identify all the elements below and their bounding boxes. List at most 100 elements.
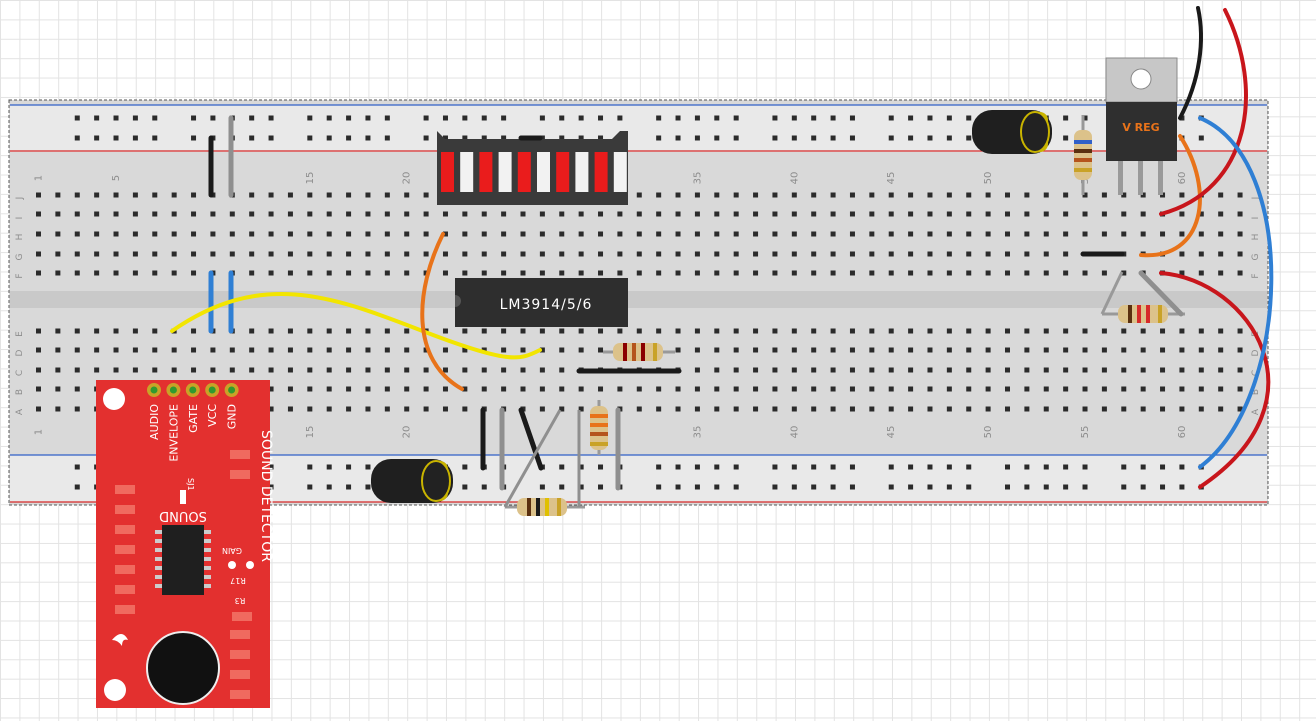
hole xyxy=(1082,328,1088,334)
hole xyxy=(74,406,80,412)
smd-pads xyxy=(115,450,252,699)
hole xyxy=(985,251,991,257)
hole xyxy=(249,347,255,353)
hole xyxy=(55,231,61,237)
hole xyxy=(985,270,991,276)
hole xyxy=(908,270,914,276)
led-bargraph[interactable] xyxy=(437,131,628,205)
hole xyxy=(423,251,429,257)
hole xyxy=(132,192,138,198)
column-label: 45 xyxy=(886,172,897,185)
hole xyxy=(966,192,972,198)
smd-pad xyxy=(230,670,250,679)
wire-gray-3[interactable] xyxy=(503,409,562,508)
hole xyxy=(675,347,681,353)
hole xyxy=(287,328,293,334)
hole xyxy=(656,328,662,334)
hole xyxy=(1121,347,1127,353)
hole xyxy=(191,328,197,334)
hole xyxy=(210,251,216,257)
sound-detector-pins xyxy=(147,383,239,397)
hole xyxy=(442,367,448,373)
capacitor-bottom[interactable] xyxy=(371,459,453,503)
wire-red-1[interactable] xyxy=(1159,8,1248,216)
rail-hole xyxy=(423,115,429,121)
resistor-band xyxy=(1074,158,1092,162)
hole xyxy=(346,270,352,276)
hole xyxy=(307,328,313,334)
hole xyxy=(171,231,177,237)
wire-yellow[interactable] xyxy=(170,292,542,360)
column-label: 20 xyxy=(402,426,413,439)
capacitor-top[interactable] xyxy=(972,110,1052,154)
hole xyxy=(1179,211,1185,217)
hole xyxy=(423,192,429,198)
hole xyxy=(539,367,545,373)
hole xyxy=(966,231,972,237)
hole xyxy=(1160,231,1166,237)
wire-black-5[interactable] xyxy=(518,407,544,471)
hole xyxy=(830,406,836,412)
hole xyxy=(1121,211,1127,217)
resistor-3[interactable] xyxy=(505,498,585,516)
hole xyxy=(1179,328,1185,334)
hole xyxy=(1140,386,1146,392)
rail-hole xyxy=(772,135,778,141)
resistor-band xyxy=(1158,305,1162,323)
rail-hole xyxy=(830,484,836,490)
hole xyxy=(1101,231,1107,237)
resistor-2[interactable] xyxy=(590,400,608,455)
hole xyxy=(772,386,778,392)
hole xyxy=(985,386,991,392)
hole xyxy=(442,386,448,392)
hole xyxy=(365,211,371,217)
hole xyxy=(442,231,448,237)
hole xyxy=(636,386,642,392)
hole xyxy=(404,367,410,373)
hole xyxy=(113,251,119,257)
lm3914-chip[interactable]: LM3914/5/6 xyxy=(455,278,628,327)
hole xyxy=(268,406,274,412)
resistor-band xyxy=(590,432,608,436)
smd-pad xyxy=(115,525,135,534)
wire-orange-1[interactable] xyxy=(420,232,464,391)
hole xyxy=(326,270,332,276)
hole xyxy=(791,328,797,334)
gain-pad xyxy=(246,561,254,569)
rail-hole xyxy=(481,115,487,121)
hole xyxy=(404,328,410,334)
hole xyxy=(675,211,681,217)
hole xyxy=(559,270,565,276)
hole xyxy=(1140,406,1146,412)
hole xyxy=(520,270,526,276)
resistor-1[interactable] xyxy=(603,343,675,361)
resistor-body xyxy=(1074,130,1092,180)
bargraph-segment xyxy=(517,152,531,192)
voltage-regulator[interactable]: V REG xyxy=(1105,57,1178,195)
hole xyxy=(1005,211,1010,217)
hole xyxy=(1237,231,1243,237)
wire-gray-6[interactable] xyxy=(1138,270,1184,317)
hole xyxy=(908,192,914,198)
rail-hole xyxy=(442,135,448,141)
hole xyxy=(74,328,80,334)
hole xyxy=(1140,192,1146,198)
hole xyxy=(946,251,952,257)
hole xyxy=(578,386,584,392)
hole xyxy=(617,251,623,257)
column-labels: 115515152020353540404545505055556060 xyxy=(34,172,1188,439)
hole xyxy=(55,192,61,198)
sj-pad xyxy=(180,490,186,504)
hole xyxy=(656,231,662,237)
resistor-5[interactable] xyxy=(1100,271,1185,323)
wire-blue-3[interactable] xyxy=(1198,116,1274,469)
resistor-4[interactable] xyxy=(1074,115,1092,195)
hole xyxy=(888,406,894,412)
rail-hole xyxy=(694,135,700,141)
wire-orange-2[interactable] xyxy=(1139,134,1202,258)
hole xyxy=(152,347,158,353)
column-label: 45 xyxy=(886,426,897,439)
wire-black-7[interactable] xyxy=(1178,6,1203,120)
